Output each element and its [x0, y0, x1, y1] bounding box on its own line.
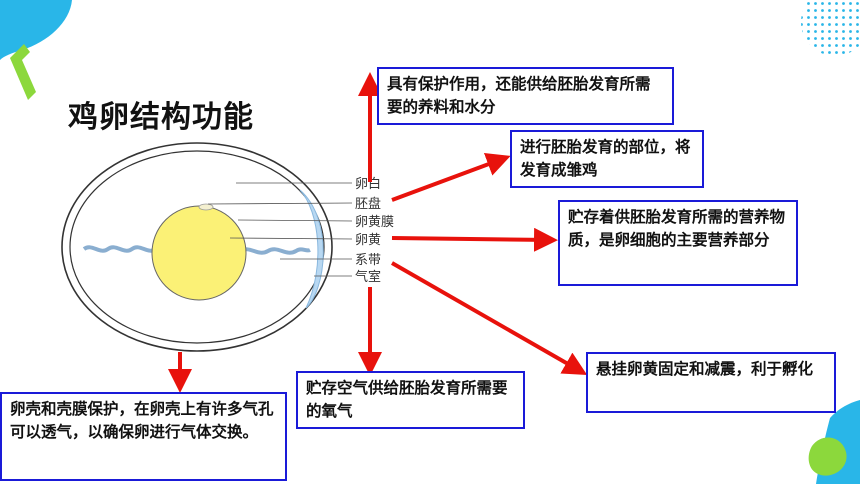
- function-box-blastodisc: 进行胚胎发育的部位，将发育成雏鸡: [510, 130, 704, 188]
- function-box-yolk: 贮存着供胚胎发育所需的营养物质，是卵细胞的主要营养部分: [558, 200, 798, 286]
- decor-green-shape-bottom-right: [808, 437, 847, 476]
- label-blastodisc: 胚盘: [355, 196, 381, 212]
- chalaza-left: [82, 245, 158, 253]
- egg-yolk: [151, 205, 247, 301]
- function-box-albumen: 具有保护作用，还能供给胚胎发育所需要的养料和水分: [377, 67, 674, 125]
- function-box-shell: 卵壳和壳膜保护，在卵壳上有许多气孔可以透气，以确保卵进行气体交换。: [0, 392, 287, 481]
- function-box-air-cell: 贮存空气供给胚胎发育所需要的氧气: [296, 371, 525, 429]
- label-chalaza: 系带: [355, 253, 381, 268]
- air-cell: [299, 189, 324, 309]
- label-air-cell: 气室: [355, 269, 381, 285]
- label-albumen: 卵白: [355, 176, 381, 192]
- leader-yolk-membrane: [237, 219, 353, 222]
- leader-yolk: [229, 237, 353, 240]
- label-yolk: 卵黄: [355, 233, 381, 248]
- leader-blastodisc: [207, 202, 353, 205]
- arrow-chalaza: [391, 261, 588, 375]
- chalaza-right: [238, 247, 311, 255]
- page-title: 鸡卵结构功能: [68, 100, 254, 135]
- arrow-blastodisc: [391, 153, 511, 202]
- label-yolk-membrane: 卵黄膜: [355, 215, 394, 230]
- decor-dotted-circle: [801, 0, 860, 56]
- function-box-chalaza: 悬挂卵黄固定和减震，利于孵化: [586, 352, 836, 413]
- decor-green-bracket-icon: [10, 44, 36, 100]
- blastodisc: [198, 203, 214, 211]
- decor-blue-blob-top-left: [0, 0, 72, 60]
- arrow-yolk: [391, 227, 558, 252]
